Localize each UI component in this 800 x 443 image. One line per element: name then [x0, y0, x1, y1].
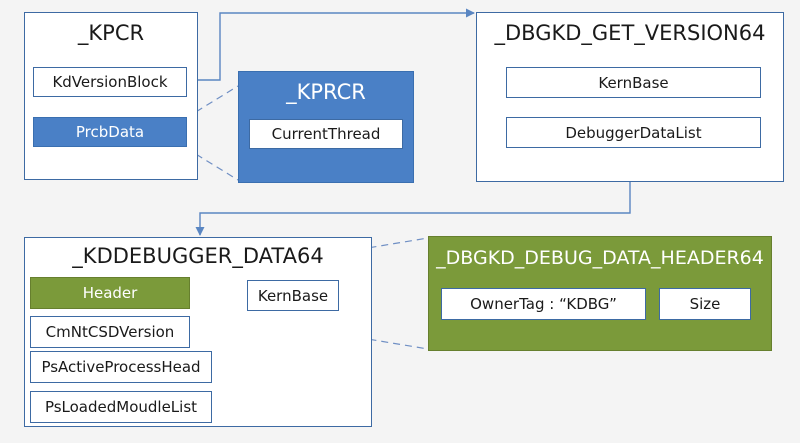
kpcr-struct-box: _KPCR KdVersionBlock PrcbData [24, 12, 198, 180]
kdversionblock-field: KdVersionBlock [33, 67, 187, 97]
debuggerdatalist-field: DebuggerDataList [506, 117, 761, 148]
cmntcsdversion-field: CmNtCSDVersion [30, 316, 190, 348]
debuggerdatalist-to-kddebugger-arrow [195, 182, 631, 236]
psloadedmodulelist-field: PsLoadedMoudleList [30, 391, 212, 423]
kddebugger-data64-title: _KDDEBUGGER_DATA64 [72, 244, 324, 268]
dbgkd-get-version64-title: _DBGKD_GET_VERSION64 [494, 21, 766, 45]
ownertag-field: OwnerTag : “KDBG” [441, 288, 646, 320]
size-field: Size [659, 288, 751, 320]
kddebugger-kernbase-field: KernBase [247, 280, 339, 311]
dbgkd-debug-data-header64-struct-box: _DBGKD_DEBUG_DATA_HEADER64 OwnerTag : “K… [428, 236, 772, 351]
dbgkd-get-version64-struct-box: _DBGKD_GET_VERSION64 KernBase DebuggerDa… [476, 12, 784, 182]
dbgkd-debug-data-header64-title: _DBGKD_DEBUG_DATA_HEADER64 [436, 247, 764, 269]
getversion-kernbase-field: KernBase [506, 67, 761, 98]
psactiveprocesshead-field: PsActiveProcessHead [30, 351, 212, 383]
kddebugger-data64-struct-box: _KDDEBUGGER_DATA64 Header KernBase CmNtC… [24, 237, 372, 427]
kprcr-title: _KPRCR [286, 80, 366, 104]
prcbdata-field: PrcbData [33, 117, 187, 147]
kdversionblock-to-getversion-arrow [186, 8, 475, 81]
kprcr-struct-box: _KPRCR CurrentThread [238, 71, 414, 183]
header-field: Header [30, 277, 190, 309]
currentthread-field: CurrentThread [249, 119, 403, 149]
kpcr-title: _KPCR [77, 21, 145, 45]
